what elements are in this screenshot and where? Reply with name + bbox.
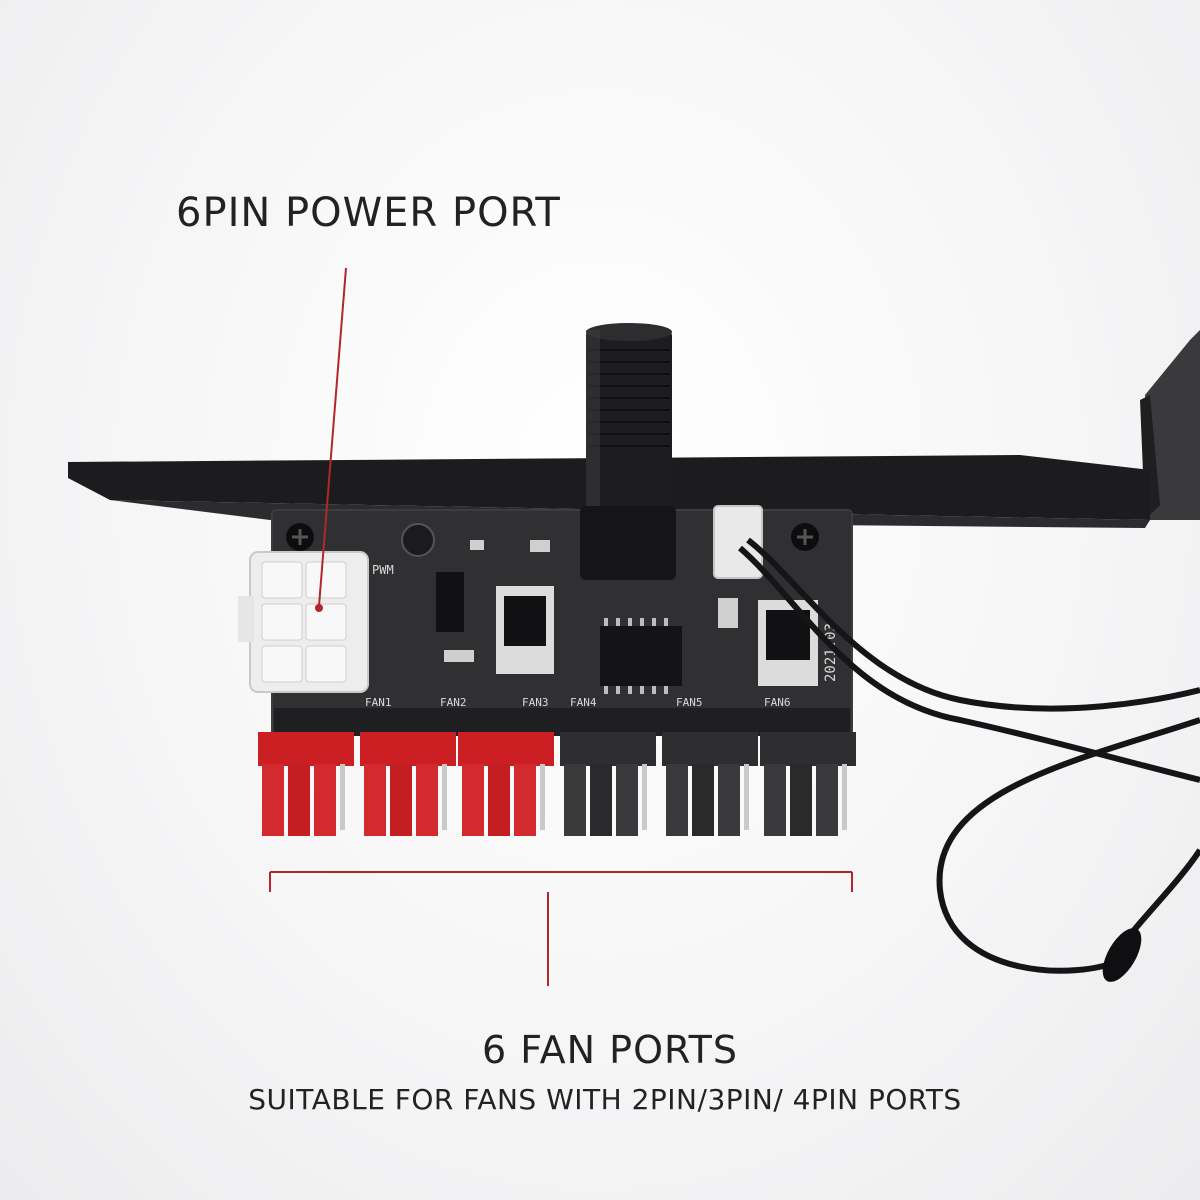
silk-fan-6: FAN6: [764, 696, 791, 709]
silk-pwm: PWM: [372, 563, 394, 577]
fan-connector-6: [760, 732, 856, 836]
power-port-pointer: [315, 267, 347, 612]
silk-fan-5: FAN5: [676, 696, 703, 709]
silk-fan-3: FAN3: [522, 696, 549, 709]
ic-chip: [600, 626, 682, 686]
capacitor: [401, 523, 435, 557]
power-port-label: 6PIN POWER PORT: [176, 190, 561, 236]
fan-connector-4: [560, 732, 656, 836]
fan-connector-3: [458, 732, 554, 836]
fan-ports-title: 6 FAN PORTS: [482, 1028, 738, 1072]
fan-connector-2: [360, 732, 456, 836]
knob-shaft: [586, 323, 672, 530]
fan-ports-bracket-line: [269, 871, 853, 986]
fan-connector-1: [258, 732, 354, 836]
silk-fan-4: FAN4: [570, 696, 597, 709]
fan-connector-5: [662, 732, 758, 836]
fan-ports-subtitle: SUITABLE FOR FANS WITH 2PIN/3PIN/ 4PIN P…: [248, 1083, 962, 1116]
potentiometer-body: [580, 506, 676, 580]
temperature-sensor-cable: [713, 505, 1200, 982]
six-pin-power-connector: [238, 551, 369, 693]
silk-fan-2: FAN2: [440, 696, 467, 709]
fan-connectors: [258, 732, 856, 836]
pcb-board: PWM 2021.03 FAN1 FAN2 FAN3 FAN4 FAN5 FAN…: [271, 506, 853, 736]
silk-fan-1: FAN1: [365, 696, 392, 709]
thermistor-probe: [1102, 928, 1142, 982]
